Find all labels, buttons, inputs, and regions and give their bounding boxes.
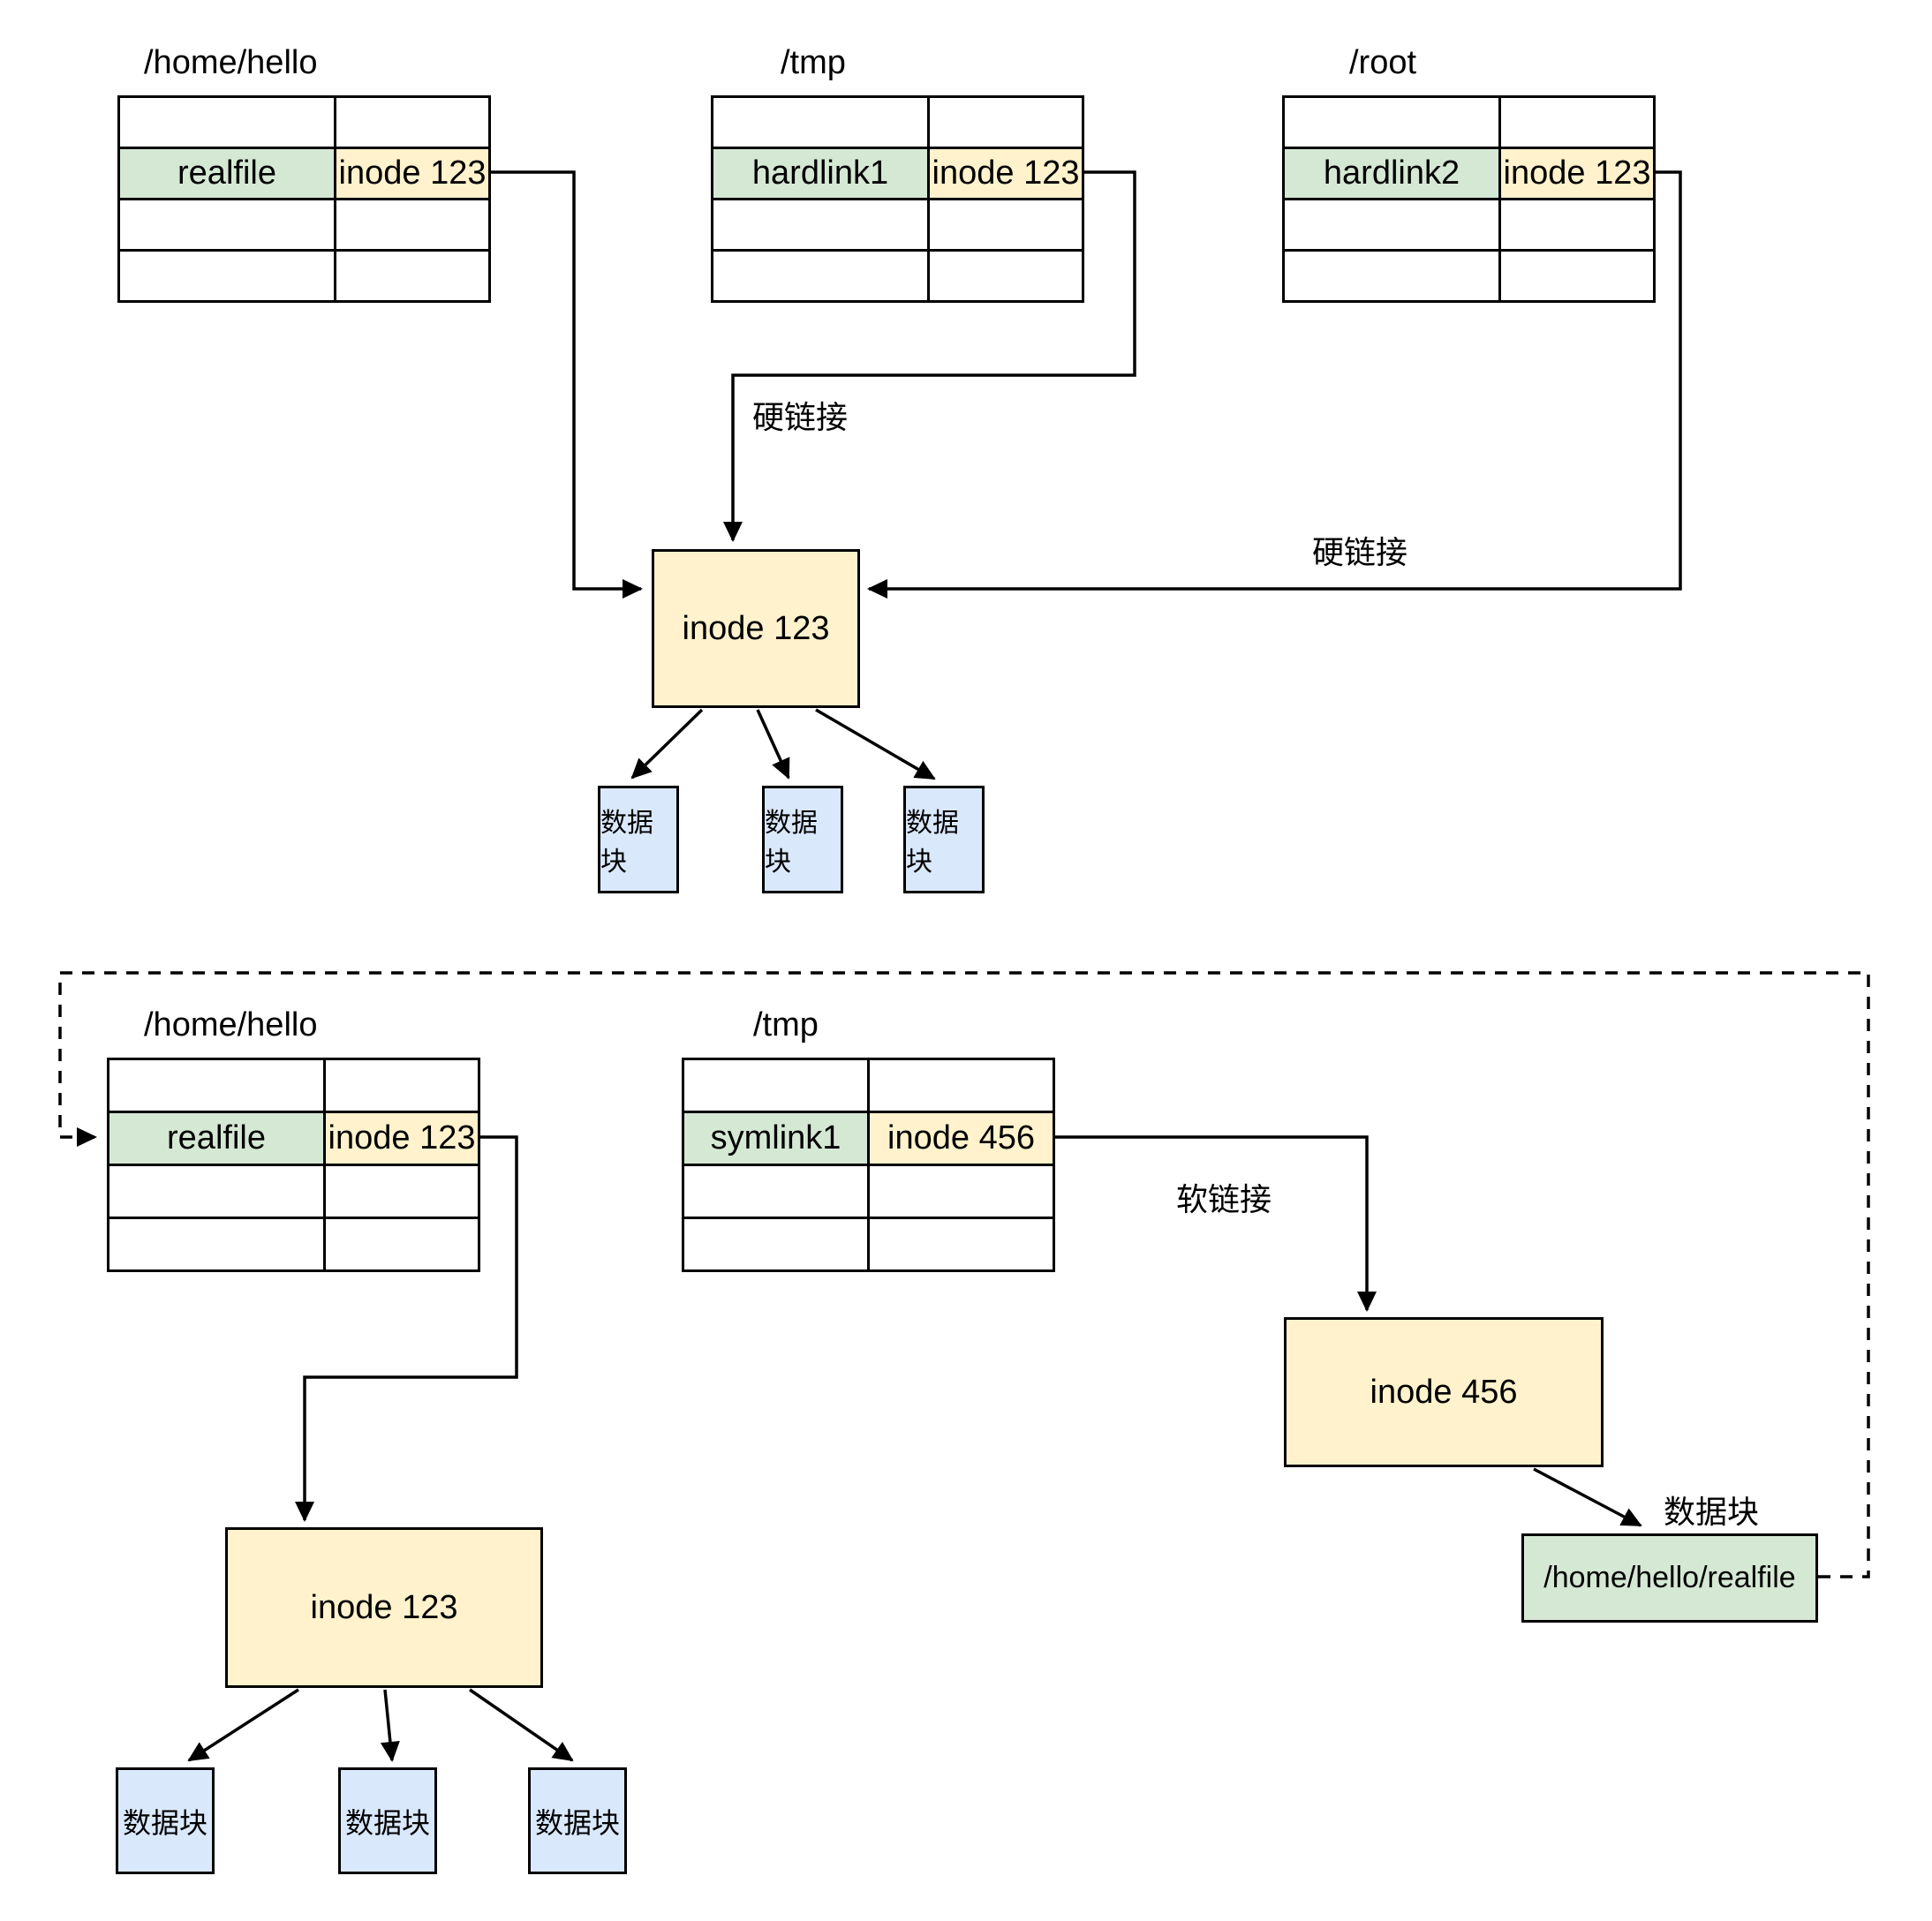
arrow-inode456-to-target-path [1533,1467,1642,1527]
table-row [107,1164,480,1219]
empty-cell [107,1217,326,1272]
empty-cell [1498,95,1656,149]
entry-name-cell: hardlink2 [1282,147,1501,200]
softlink-arrow-symlink1-to-inode456 [1053,1135,1377,1312]
dir-table-tmp: hardlink1 inode 123 [711,95,1084,303]
table-row [711,198,1084,252]
empty-cell [107,1164,326,1219]
dir-table-tmp-bottom: symlink1 inode 456 [682,1058,1055,1272]
empty-cell [1282,249,1501,303]
empty-cell [323,1164,480,1219]
table-row: hardlink2 inode 123 [1282,147,1656,200]
empty-cell [334,95,491,149]
target-path-box: /home/hello/realfile [1521,1533,1818,1623]
table-row [711,95,1084,149]
empty-cell [711,95,930,149]
entry-name-cell: hardlink1 [711,147,930,200]
hardlink-edge-label-2: 硬链接 [1312,534,1408,570]
table-row: realfile inode 123 [117,147,491,200]
table-row: symlink1 inode 456 [682,1111,1055,1166]
empty-cell [867,1164,1055,1219]
arrow-inode123-to-datablock-2 [756,709,790,780]
empty-cell [682,1164,870,1219]
table-row [682,1058,1055,1113]
data-block-top-3: 数据块 [903,786,985,893]
empty-cell [334,249,491,303]
empty-cell [867,1217,1055,1272]
entry-inode-cell: inode 123 [323,1111,480,1166]
empty-cell [117,249,336,303]
hardlink-edge-label-1: 硬链接 [752,399,849,435]
dir-table-home-hello: realfile inode 123 [117,95,491,303]
dir-table-home-hello-bottom: realfile inode 123 [107,1058,480,1272]
empty-cell [867,1058,1055,1113]
empty-cell [117,198,336,252]
empty-cell [323,1058,480,1113]
empty-cell [711,198,930,252]
table-row [117,198,491,252]
empty-cell [117,95,336,149]
empty-cell [1498,198,1656,252]
empty-cell [107,1058,326,1113]
entry-name-cell: symlink1 [682,1111,870,1166]
entry-name-cell: realfile [117,147,336,200]
entry-inode-cell: inode 456 [867,1111,1055,1166]
empty-cell [334,198,491,252]
empty-cell [927,198,1084,252]
hardlink-arrow-homehello-to-inode123 [488,170,643,599]
softlink-edge-label: 软链接 [1176,1181,1272,1217]
empty-cell [323,1217,480,1272]
data-block-bottom-1: 数据块 [116,1767,215,1874]
dir-title-tmp: /tmp [781,44,846,81]
empty-cell [1282,198,1501,252]
entry-inode-cell: inode 123 [927,147,1084,200]
table-row [682,1217,1055,1272]
table-row: realfile inode 123 [107,1111,480,1166]
empty-cell [927,95,1084,149]
data-block-bottom-2: 数据块 [338,1767,437,1874]
data-block-bottom-3: 数据块 [528,1767,627,1874]
inode-456-box: inode 456 [1284,1317,1604,1467]
entry-inode-cell: inode 123 [1498,147,1656,200]
data-block-pointer-label: 数据块 [1664,1494,1760,1530]
empty-cell [682,1217,870,1272]
table-row [117,249,491,303]
table-row [682,1164,1055,1219]
dir-title-home-hello: /home/hello [144,44,318,81]
arrow-inode123b-to-datablock-3 [469,1688,574,1762]
empty-cell [1498,249,1656,303]
entry-inode-cell: inode 123 [334,147,491,200]
entry-name-cell: realfile [107,1111,326,1166]
inode-123-box-top: inode 123 [652,549,860,708]
arrow-inode123b-to-datablock-1 [187,1688,299,1762]
dir-title-home-hello-bottom: /home/hello [144,1006,318,1043]
arrow-inode123-to-datablock-1 [630,708,704,780]
arrow-inode123-to-datablock-3 [815,708,936,780]
table-row [117,95,491,149]
empty-cell [711,249,930,303]
empty-cell [1282,95,1501,149]
table-row [1282,95,1656,149]
table-row [107,1058,480,1113]
empty-cell [927,249,1084,303]
table-row: hardlink1 inode 123 [711,147,1084,200]
empty-cell [682,1058,870,1113]
table-row [711,249,1084,303]
table-row [1282,249,1656,303]
table-row [107,1217,480,1272]
dir-title-root: /root [1349,44,1417,81]
dir-title-tmp-bottom: /tmp [753,1006,819,1043]
inode-123-box-bottom: inode 123 [225,1527,543,1688]
data-block-top-2: 数据块 [762,786,843,893]
data-block-top-1: 数据块 [598,786,679,893]
arrow-inode123b-to-datablock-2 [380,1689,400,1762]
table-row [1282,198,1656,252]
dir-table-root: hardlink2 inode 123 [1282,95,1656,303]
